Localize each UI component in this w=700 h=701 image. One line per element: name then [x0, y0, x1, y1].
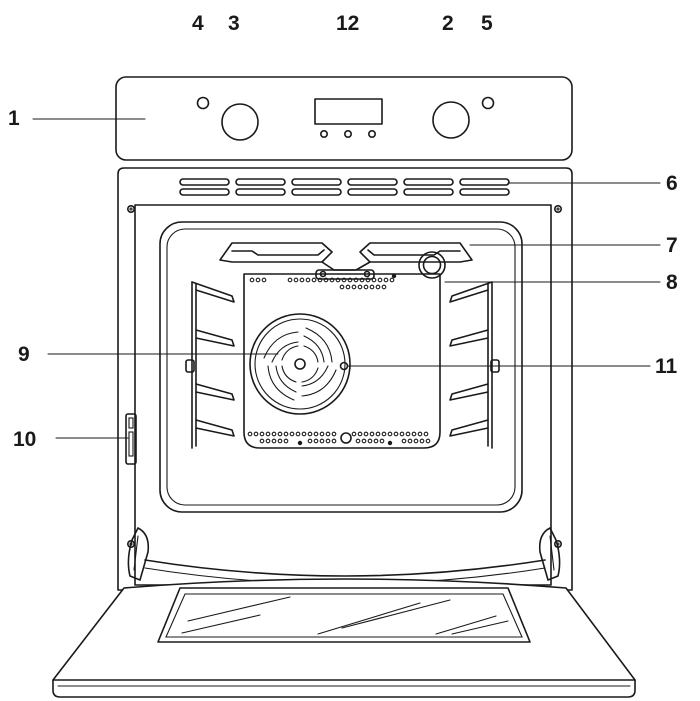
- callout-12: 12: [336, 12, 359, 35]
- vent-slots: [179, 178, 510, 196]
- callout-6: 6: [666, 172, 678, 195]
- right-control-knob[interactable]: [432, 101, 470, 139]
- rear-panel-hole: [339, 361, 349, 371]
- left-control-knob[interactable]: [221, 103, 259, 141]
- callout-3: 3: [228, 12, 240, 35]
- left-shelf-support: [185, 281, 235, 449]
- oven-door[interactable]: [52, 578, 636, 698]
- timer-button-1[interactable]: [319, 130, 328, 139]
- callout-11: 11: [655, 355, 678, 378]
- leader-lines: [32, 118, 661, 439]
- left-indicator-light: [196, 96, 210, 110]
- timer-display: [314, 98, 383, 125]
- oven-cavity: [159, 221, 523, 513]
- callout-8: 8: [666, 271, 678, 294]
- bottom-ventilation-holes: [247, 431, 431, 446]
- frame-screws: [127, 205, 562, 548]
- door-switch: [125, 413, 137, 465]
- oven-body: [117, 167, 573, 591]
- fan-cover: [249, 313, 351, 415]
- right-indicator-light: [481, 96, 495, 110]
- timer-button-3[interactable]: [367, 130, 376, 139]
- door-hinges: [127, 527, 561, 581]
- callout-labels: 1 4 3 12 2 5 6 7 8 9 11 10: [8, 12, 678, 451]
- callout-10: 10: [13, 428, 36, 451]
- callout-5: 5: [481, 12, 493, 35]
- callout-1: 1: [8, 107, 20, 130]
- callout-4: 4: [192, 12, 204, 35]
- top-ventilation-holes: [249, 273, 397, 290]
- back-panel: [243, 273, 441, 449]
- timer-button-2[interactable]: [343, 130, 352, 139]
- callout-7: 7: [666, 234, 678, 257]
- callout-9: 9: [18, 343, 30, 366]
- control-panel: [115, 76, 573, 161]
- right-shelf-support: [449, 281, 500, 449]
- callout-2: 2: [442, 12, 454, 35]
- door-glass: [157, 587, 531, 643]
